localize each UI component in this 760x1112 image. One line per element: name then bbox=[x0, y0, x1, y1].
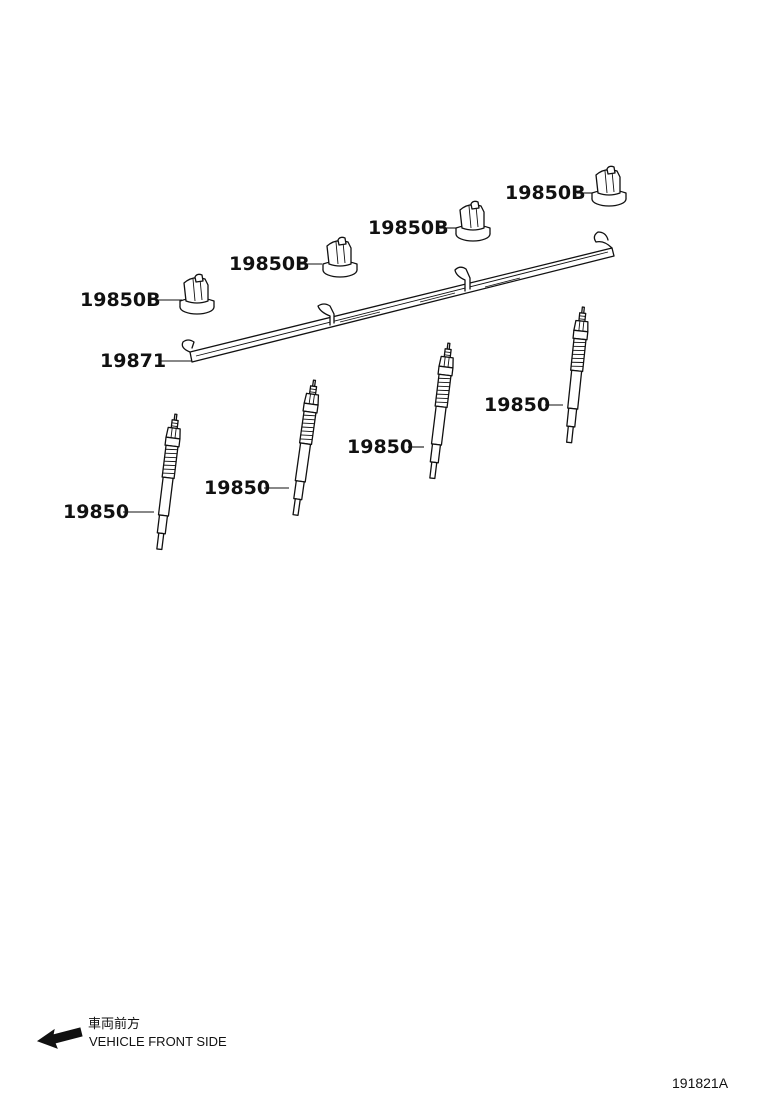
callout-cap-2[interactable]: 19850B bbox=[229, 253, 310, 275]
callout-cap-3[interactable]: 19850B bbox=[368, 217, 449, 239]
glow-plug-1[interactable] bbox=[151, 412, 184, 551]
vehicle-front-note: 車両前方 VEHICLE FRONT SIDE bbox=[36, 1016, 227, 1049]
callout-plug-4[interactable]: 19850 bbox=[484, 394, 550, 416]
callout-cap-4[interactable]: 19850B bbox=[505, 182, 586, 204]
callout-plug-3[interactable]: 19850 bbox=[347, 436, 413, 458]
glow-plug-2[interactable] bbox=[287, 378, 323, 517]
vehicle-front-english: VEHICLE FRONT SIDE bbox=[89, 1034, 227, 1049]
callout-bus-bar[interactable]: 19871 bbox=[100, 350, 166, 372]
leader-lines bbox=[123, 192, 592, 513]
callout-plug-1[interactable]: 19850 bbox=[63, 501, 129, 523]
terminal-cap-3[interactable] bbox=[455, 200, 491, 242]
vehicle-front-japanese: 車両前方 bbox=[88, 1016, 140, 1031]
terminal-cap-2[interactable] bbox=[322, 236, 358, 278]
callout-plug-2[interactable]: 19850 bbox=[204, 477, 270, 499]
terminal-cap-1[interactable] bbox=[179, 273, 215, 315]
figure-number: 191821A bbox=[672, 1075, 729, 1091]
arrow-left-icon bbox=[36, 1027, 83, 1049]
terminal-cap-4[interactable] bbox=[591, 165, 627, 207]
glow-plug-3[interactable] bbox=[424, 341, 457, 480]
glow-plug-bus-bar[interactable] bbox=[181, 231, 615, 363]
glow-plug-4[interactable] bbox=[561, 305, 591, 444]
callout-cap-1[interactable]: 19850B bbox=[80, 289, 161, 311]
